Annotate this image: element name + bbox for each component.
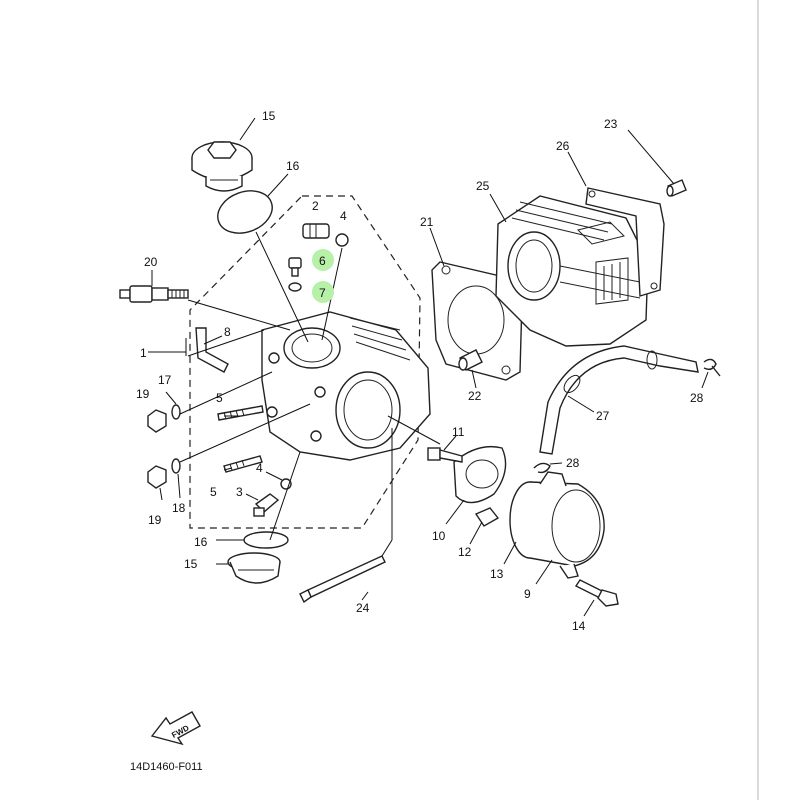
label-5-top: 5 (216, 391, 223, 405)
diagram-code: 14D1460-F011 (130, 761, 203, 773)
forward-arrow: FWD (150, 711, 201, 746)
label-26: 26 (556, 139, 570, 153)
label-1: 1 (140, 346, 147, 360)
dowel-pin (458, 349, 483, 371)
label-12: 12 (458, 545, 472, 559)
label-11: 11 (452, 425, 465, 439)
cylinder-leader-lines (429, 129, 675, 389)
label-9: 9 (524, 587, 531, 601)
label-25: 25 (476, 179, 490, 193)
label-24: 24 (356, 601, 370, 615)
hose-clip-right-leader (701, 371, 709, 389)
cylinder-head-group-outline (189, 195, 421, 529)
label-13: 13 (490, 567, 504, 581)
label-10: 10 (432, 529, 446, 543)
label-19-lower: 19 (148, 513, 162, 527)
stud-bolt-upper (217, 405, 264, 421)
label-22: 22 (468, 389, 482, 403)
spark-plug (119, 285, 189, 303)
highlight-6 (312, 249, 334, 271)
plug-lower (147, 465, 167, 489)
oil-filler-cap-lower (227, 552, 281, 584)
plug-upper (147, 409, 167, 433)
label-18: 18 (172, 501, 186, 515)
label-16-top: 16 (286, 159, 300, 173)
cylinder-block (495, 195, 649, 347)
bolt-2 (302, 223, 330, 239)
intake-hose (539, 345, 699, 455)
washer-7 (288, 282, 302, 292)
screw-6 (288, 257, 302, 277)
label-2: 2 (312, 199, 319, 213)
head-leader-lines (148, 117, 441, 601)
dowel-23 (666, 179, 687, 197)
label-23: 23 (604, 117, 618, 131)
o-ring-small-top (335, 233, 349, 247)
label-8: 8 (224, 325, 231, 339)
label-27: 27 (596, 409, 610, 423)
bolt-14 (574, 579, 619, 607)
cylinder-head-body (261, 311, 431, 461)
label-17: 17 (158, 373, 172, 387)
part-labels: 15 16 2 4 6 7 20 8 1 17 19 5 4 5 3 19 18… (136, 109, 704, 633)
label-15-top: 15 (262, 109, 276, 123)
long-bolt (299, 555, 386, 604)
label-14: 14 (572, 619, 586, 633)
label-4-top: 4 (340, 209, 347, 223)
label-4-lower: 4 (256, 461, 263, 475)
hose-leader (567, 395, 595, 413)
label-16-lower: 16 (194, 535, 208, 549)
label-21: 21 (420, 215, 434, 229)
label-3: 3 (236, 485, 243, 499)
bolt-3 (253, 493, 280, 517)
label-19-top: 19 (136, 387, 150, 401)
label-28-right: 28 (690, 391, 704, 405)
carburetor (509, 471, 605, 579)
intake-insulator (453, 445, 507, 504)
label-20: 20 (144, 255, 158, 269)
label-28-middle: 28 (566, 456, 580, 470)
cylinder-head-gasket (585, 187, 665, 297)
o-ring-lower (243, 531, 289, 549)
washer-upper (171, 404, 181, 420)
hose-clip-middle (533, 462, 551, 474)
label-6: 6 (319, 254, 326, 268)
washer-lower (171, 458, 181, 474)
hose-clip-middle-leader (549, 462, 563, 465)
label-7: 7 (319, 286, 326, 300)
hose-clip-right (703, 358, 721, 377)
label-5-lower: 5 (210, 485, 217, 499)
intake-leader-lines (443, 435, 595, 617)
label-15-lower: 15 (184, 557, 198, 571)
highlight-7 (312, 281, 334, 303)
small-gasket (474, 507, 500, 527)
o-ring-top (217, 190, 273, 234)
oil-filler-cap-top (191, 141, 253, 192)
bolt-11 (427, 447, 463, 463)
hose-fitting (195, 327, 229, 373)
